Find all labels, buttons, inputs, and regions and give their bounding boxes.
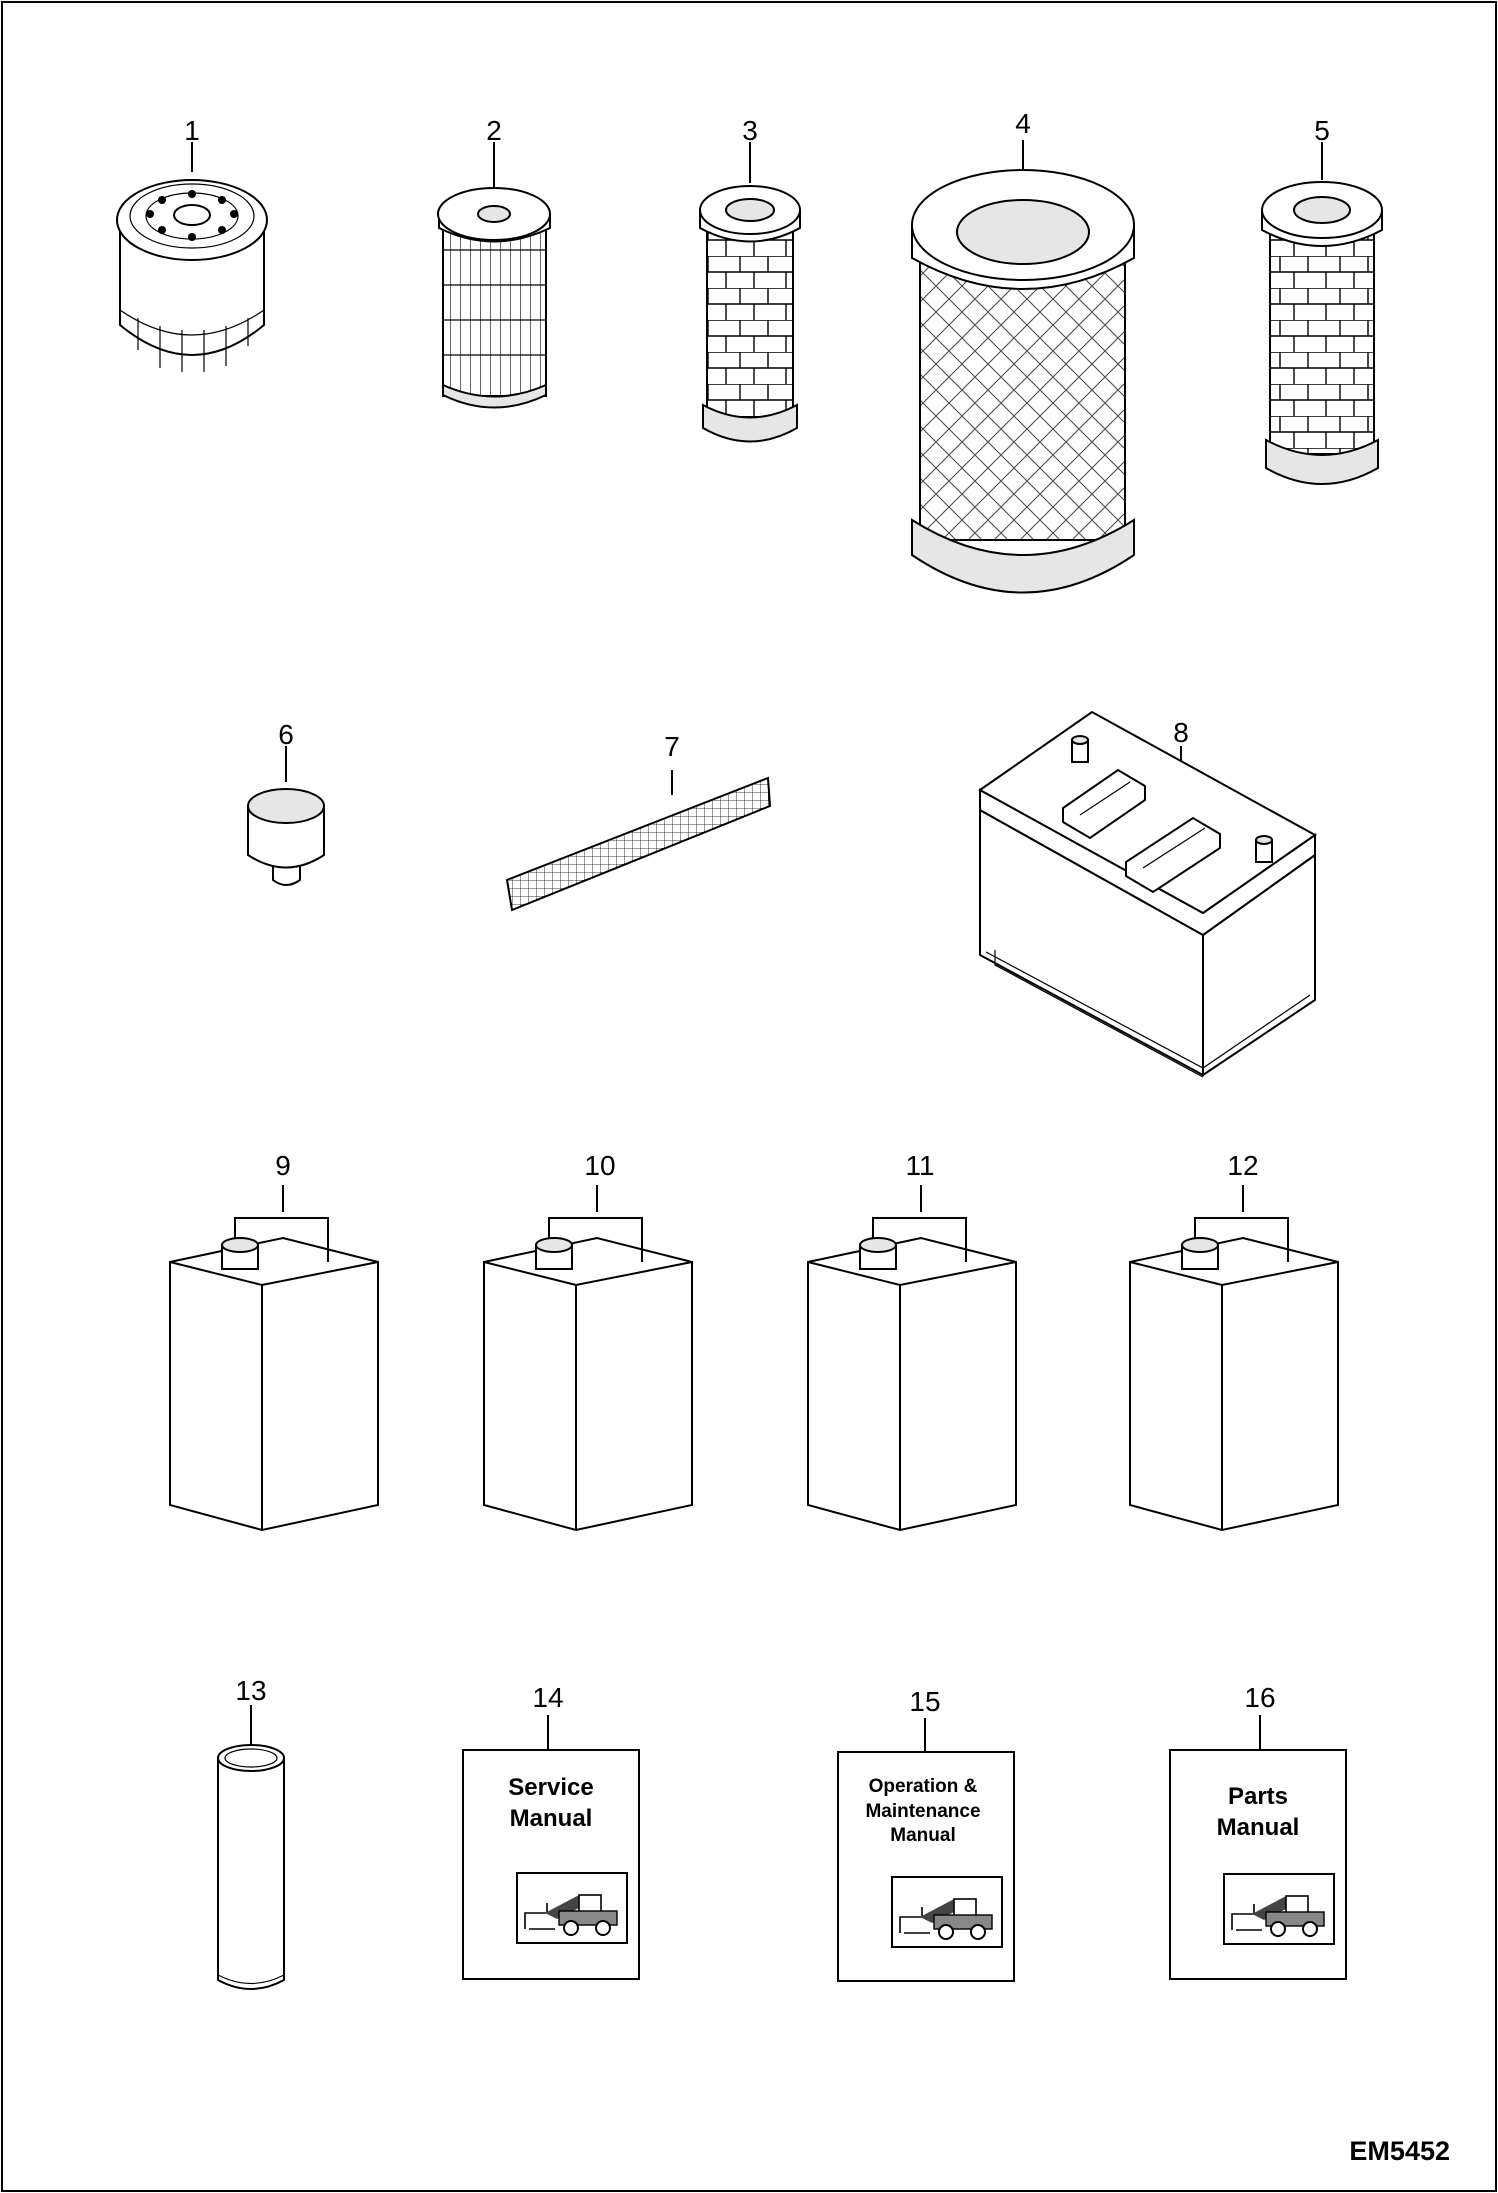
callout-11: 11 — [905, 1150, 934, 1181]
part-8-battery — [978, 710, 1317, 1078]
part-11-can — [807, 1185, 1017, 1532]
part-16-parts-manual: Parts Manual — [1169, 1715, 1347, 1980]
part-5-hydraulic-filter-element — [1261, 142, 1383, 485]
drawing-code: EM5452 — [1349, 2136, 1450, 2166]
callout-8: 8 — [1173, 717, 1189, 748]
service-manual-title-line1: Service — [508, 1774, 593, 1801]
service-manual-telehandler-image — [516, 1872, 628, 1944]
callout-2: 2 — [486, 115, 502, 146]
part-7-cab-filter — [505, 770, 772, 912]
callout-7: 7 — [664, 731, 680, 762]
part-13-grease-cartridge — [217, 1705, 285, 1990]
callout-3: 3 — [742, 115, 758, 146]
callout-13: 13 — [235, 1675, 266, 1706]
part-14-service-manual: Service Manual — [462, 1715, 640, 1980]
callout-15: 15 — [909, 1686, 940, 1717]
part-15-operation-maintenance-manual: Operation & Maintenance Manual — [837, 1718, 1015, 1982]
part-6-breather — [247, 746, 325, 886]
callout-4: 4 — [1015, 108, 1031, 139]
parts-manual-telehandler-image — [1223, 1873, 1335, 1945]
part-3-hydraulic-filter-element — [699, 142, 801, 443]
callout-9: 9 — [275, 1150, 291, 1181]
part-9-can — [169, 1185, 379, 1532]
callout-12: 12 — [1227, 1150, 1258, 1181]
parts-manual-title-line1: Parts — [1228, 1783, 1288, 1810]
operation-manual-telehandler-image — [891, 1876, 1003, 1948]
operation-manual-title-line3: Manual — [890, 1825, 955, 1846]
part-4-air-filter-element — [911, 140, 1135, 594]
part-10-can — [483, 1185, 693, 1532]
callout-14: 14 — [532, 1682, 563, 1713]
part-12-can — [1129, 1185, 1339, 1532]
part-2-fuel-filter-element — [437, 142, 551, 409]
callout-16: 16 — [1244, 1682, 1275, 1713]
operation-manual-title-line2: Maintenance — [865, 1801, 980, 1822]
service-manual-title-line2: Manual — [510, 1805, 593, 1832]
callout-1: 1 — [184, 115, 200, 146]
callout-6: 6 — [278, 719, 294, 750]
parts-manual-title-line2: Manual — [1217, 1814, 1300, 1841]
part-1-oil-filter — [116, 142, 268, 372]
operation-manual-title-line1: Operation & — [869, 1776, 978, 1797]
callout-10: 10 — [584, 1150, 615, 1181]
callout-5: 5 — [1314, 115, 1330, 146]
